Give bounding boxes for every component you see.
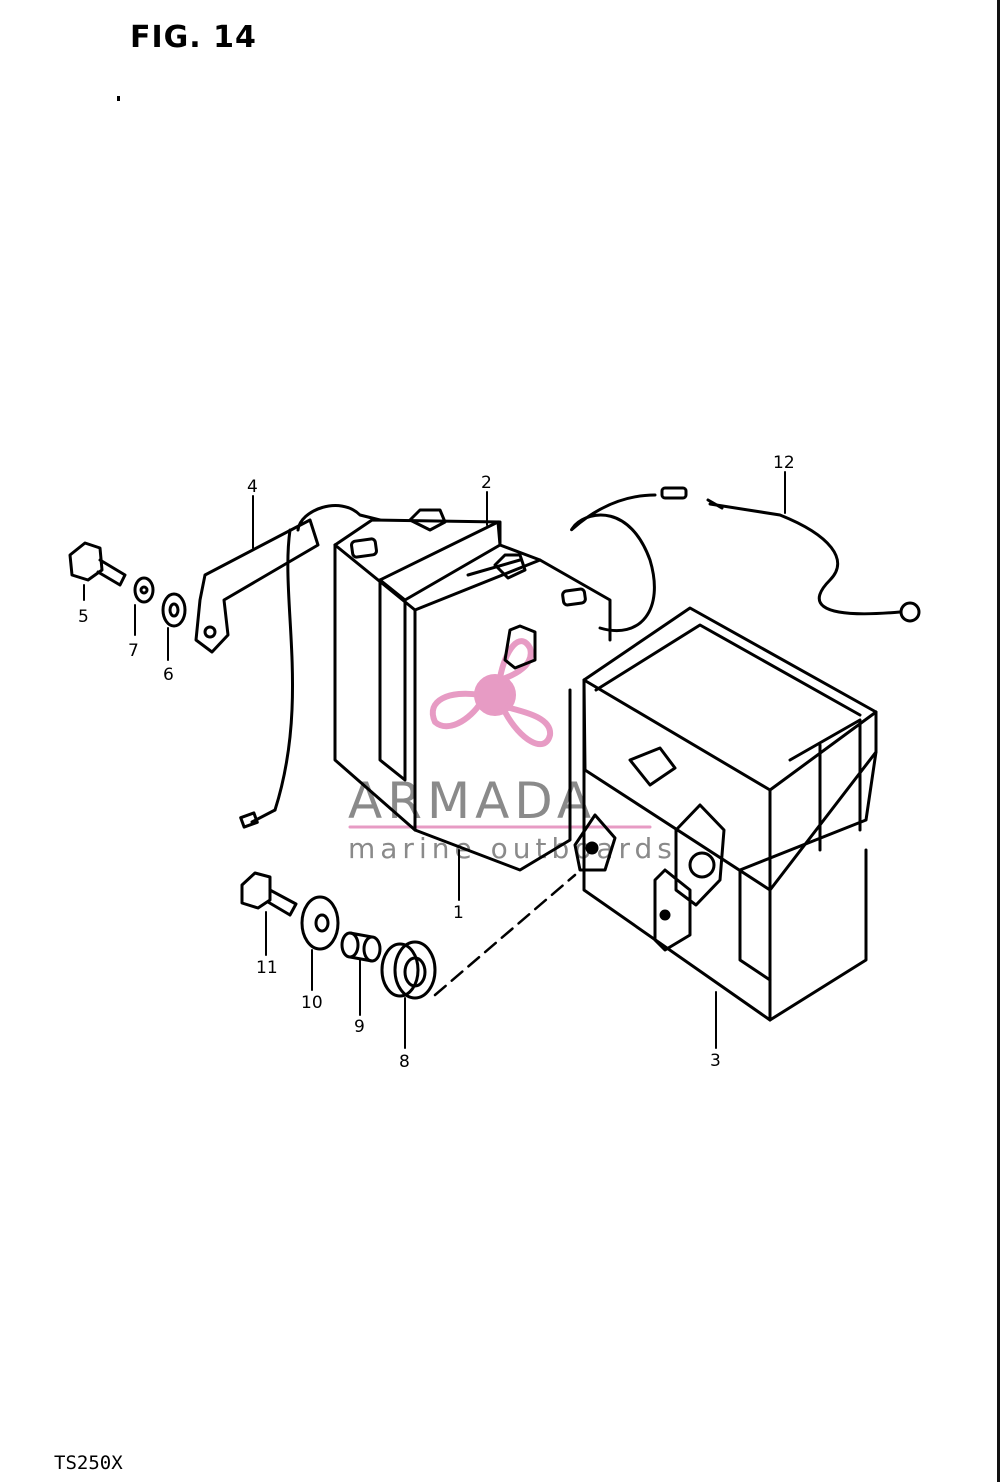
part-11-bolt <box>240 871 298 917</box>
part-6-washer <box>161 592 187 628</box>
part-9-collar <box>340 931 382 963</box>
watermark-brand: ARMADA <box>348 772 596 830</box>
callout-labels: 2 4 12 5 7 6 1 3 8 9 10 11 <box>78 453 795 1072</box>
model-code: TS250X <box>54 1452 123 1474</box>
figure-title: FIG. 14 <box>130 20 257 55</box>
callout-4: 4 <box>247 477 258 497</box>
callout-8: 8 <box>399 1052 410 1072</box>
callout-1: 1 <box>453 903 464 923</box>
callout-9: 9 <box>354 1017 365 1037</box>
part-5-bolt <box>68 541 127 587</box>
callout-12: 12 <box>773 453 795 473</box>
watermark-tagline: marine outboards <box>348 832 677 865</box>
part-1-battery <box>333 508 612 872</box>
part-12-lead-wire <box>570 486 921 633</box>
part-10-washer <box>300 895 340 951</box>
callout-5: 5 <box>78 607 89 627</box>
part-3-battery-case <box>573 606 878 1022</box>
assembly-dash-line <box>433 873 577 997</box>
callout-3: 3 <box>710 1051 721 1071</box>
leader-lines <box>83 471 786 1049</box>
callout-7: 7 <box>128 641 139 661</box>
propeller-logo-icon <box>429 638 553 748</box>
callout-10: 10 <box>301 993 323 1013</box>
stray-mark <box>117 96 120 101</box>
part-4-bracket <box>194 504 382 829</box>
part-7-spring-washer <box>133 576 155 604</box>
callout-11: 11 <box>256 958 278 978</box>
callout-2: 2 <box>481 473 492 493</box>
callout-6: 6 <box>163 665 174 685</box>
watermark: ARMADA marine outboards <box>348 638 677 865</box>
part-8-grommet <box>380 940 437 1000</box>
